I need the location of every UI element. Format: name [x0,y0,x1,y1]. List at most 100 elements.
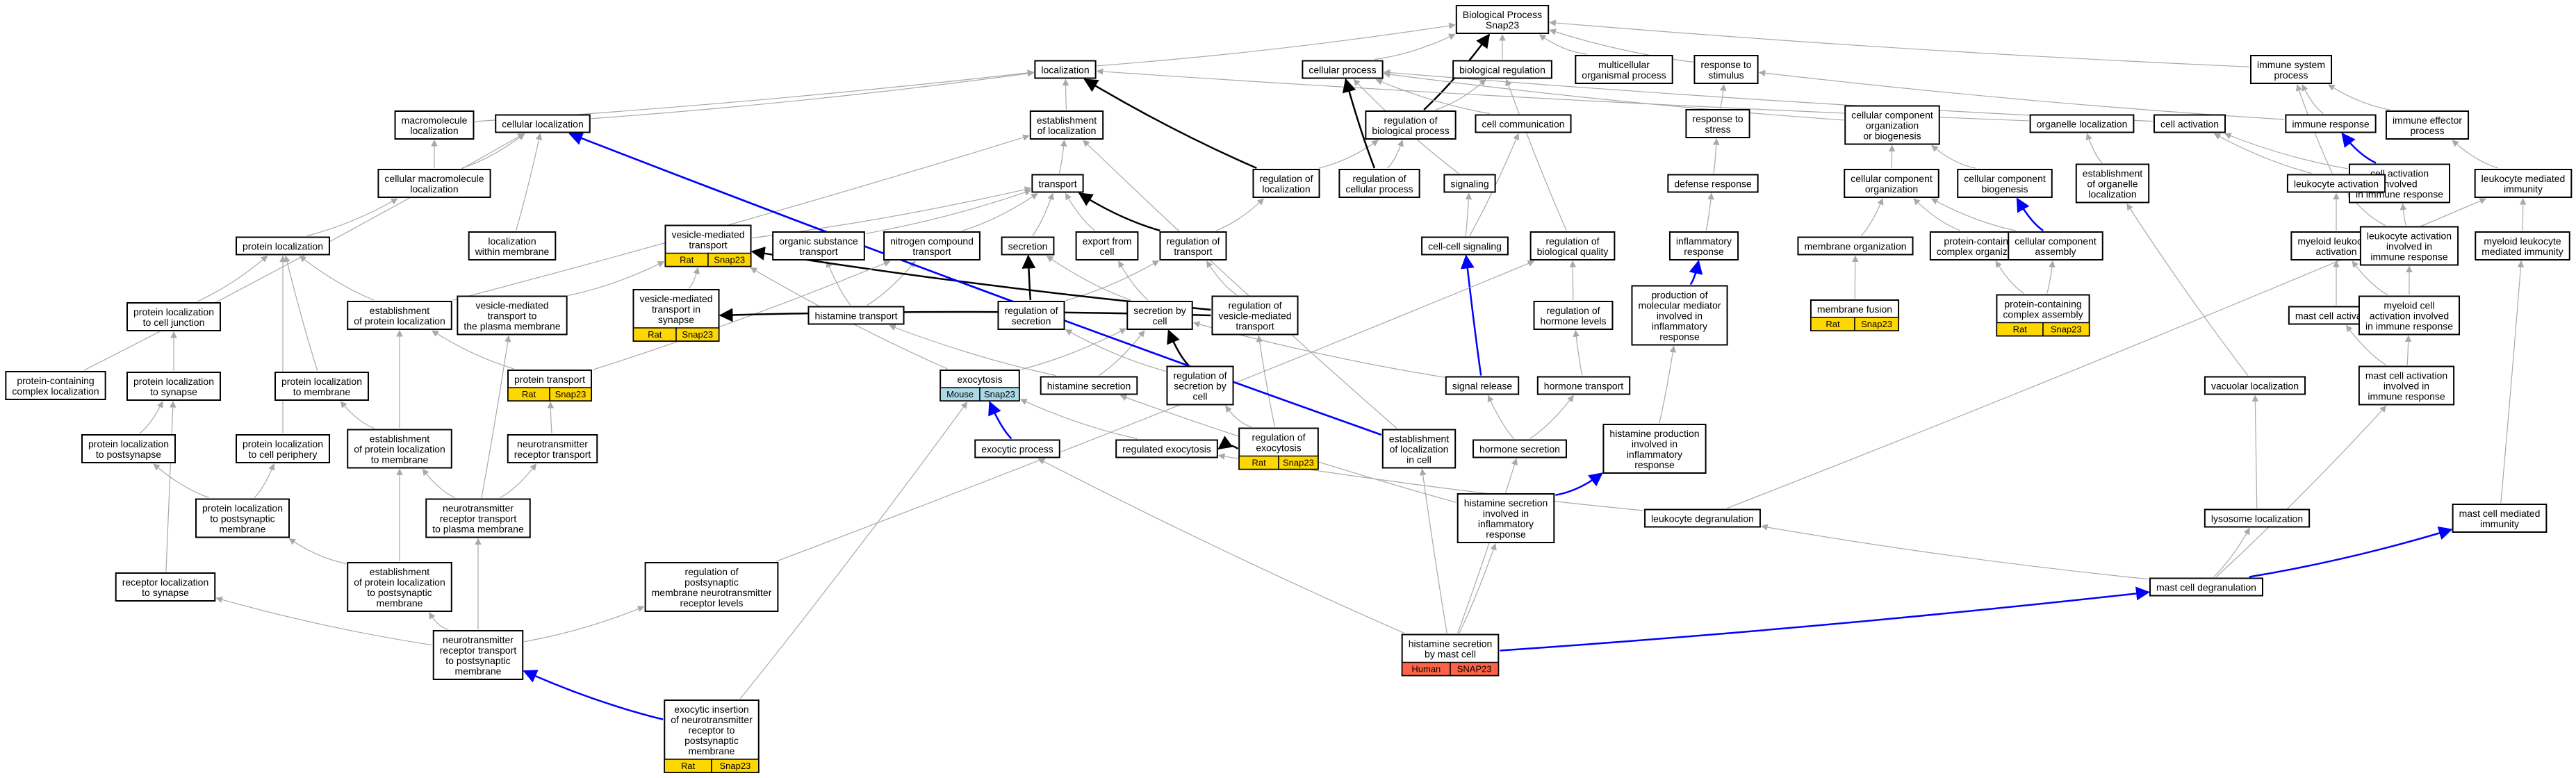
go-term-transport[interactable]: transport [1031,174,1084,193]
go-term-histamine-transport[interactable]: histamine transport [807,306,905,325]
go-term-histamine-secretion[interactable]: histamine secretion [1040,376,1138,395]
edge-is-a [1387,140,1404,169]
go-term-membrane-organization[interactable]: membrane organization [1797,236,1914,256]
go-term-cell-communication[interactable]: cell communication [1475,114,1572,133]
go-term-localization[interactable]: localization [1034,60,1097,79]
term-label: membrane organization [1804,241,1906,252]
go-term-cell-cell-signaling[interactable]: cell-cell signaling [1421,236,1509,256]
edge-is-a [2404,335,2412,365]
go-term-secretion[interactable]: secretion [1001,236,1055,256]
go-term-hormone-secretion[interactable]: hormone secretion [1472,439,1567,458]
go-term-cell-activation[interactable]: cell activation [2153,114,2226,133]
go-term-signaling[interactable]: signaling [1443,174,1496,193]
go-term-cellular-process[interactable]: cellular process [1302,60,1384,79]
go-term-organelle-localization[interactable]: organelle localization [2029,114,2135,133]
go-term-vacuolar-localization[interactable]: vacuolar localization [2204,376,2306,395]
go-term-leukocyte-degranulation[interactable]: leukocyte degranulation [1644,508,1761,528]
go-term-defense-response[interactable]: defense response [1667,174,1759,193]
go-term-protein-localization[interactable]: protein localization [236,236,330,256]
go-term-regulated-exocytosis[interactable]: regulated exocytosis [1115,439,1218,458]
go-term-cellular-localization[interactable]: cellular localization [495,114,591,133]
go-term-hormone-transport[interactable]: hormone transport [1536,376,1631,395]
term-label: production of [1652,290,1708,301]
go-term-mast-cell-degranulation[interactable]: mast cell degranulation [2149,577,2263,597]
term-label: inflammatory [1652,321,1707,332]
go-term-leukocyte-activation[interactable]: leukocyte activation [2286,174,2386,193]
go-term-signal-release[interactable]: signal release [1445,376,1520,395]
go-term-immune-response[interactable]: immune response [2285,114,2377,133]
term-label: protein-containing [17,375,94,386]
edge-is-a [1539,34,1587,55]
go-term-lysosome-localization[interactable]: lysosome localization [2204,508,2311,528]
go-term-exocytic-process[interactable]: exocytic process [974,439,1060,458]
edge-is-a [1225,405,1252,428]
go-term-biological-regulation[interactable]: biological regulation [1452,60,1552,79]
species-label: Rat [522,389,536,399]
